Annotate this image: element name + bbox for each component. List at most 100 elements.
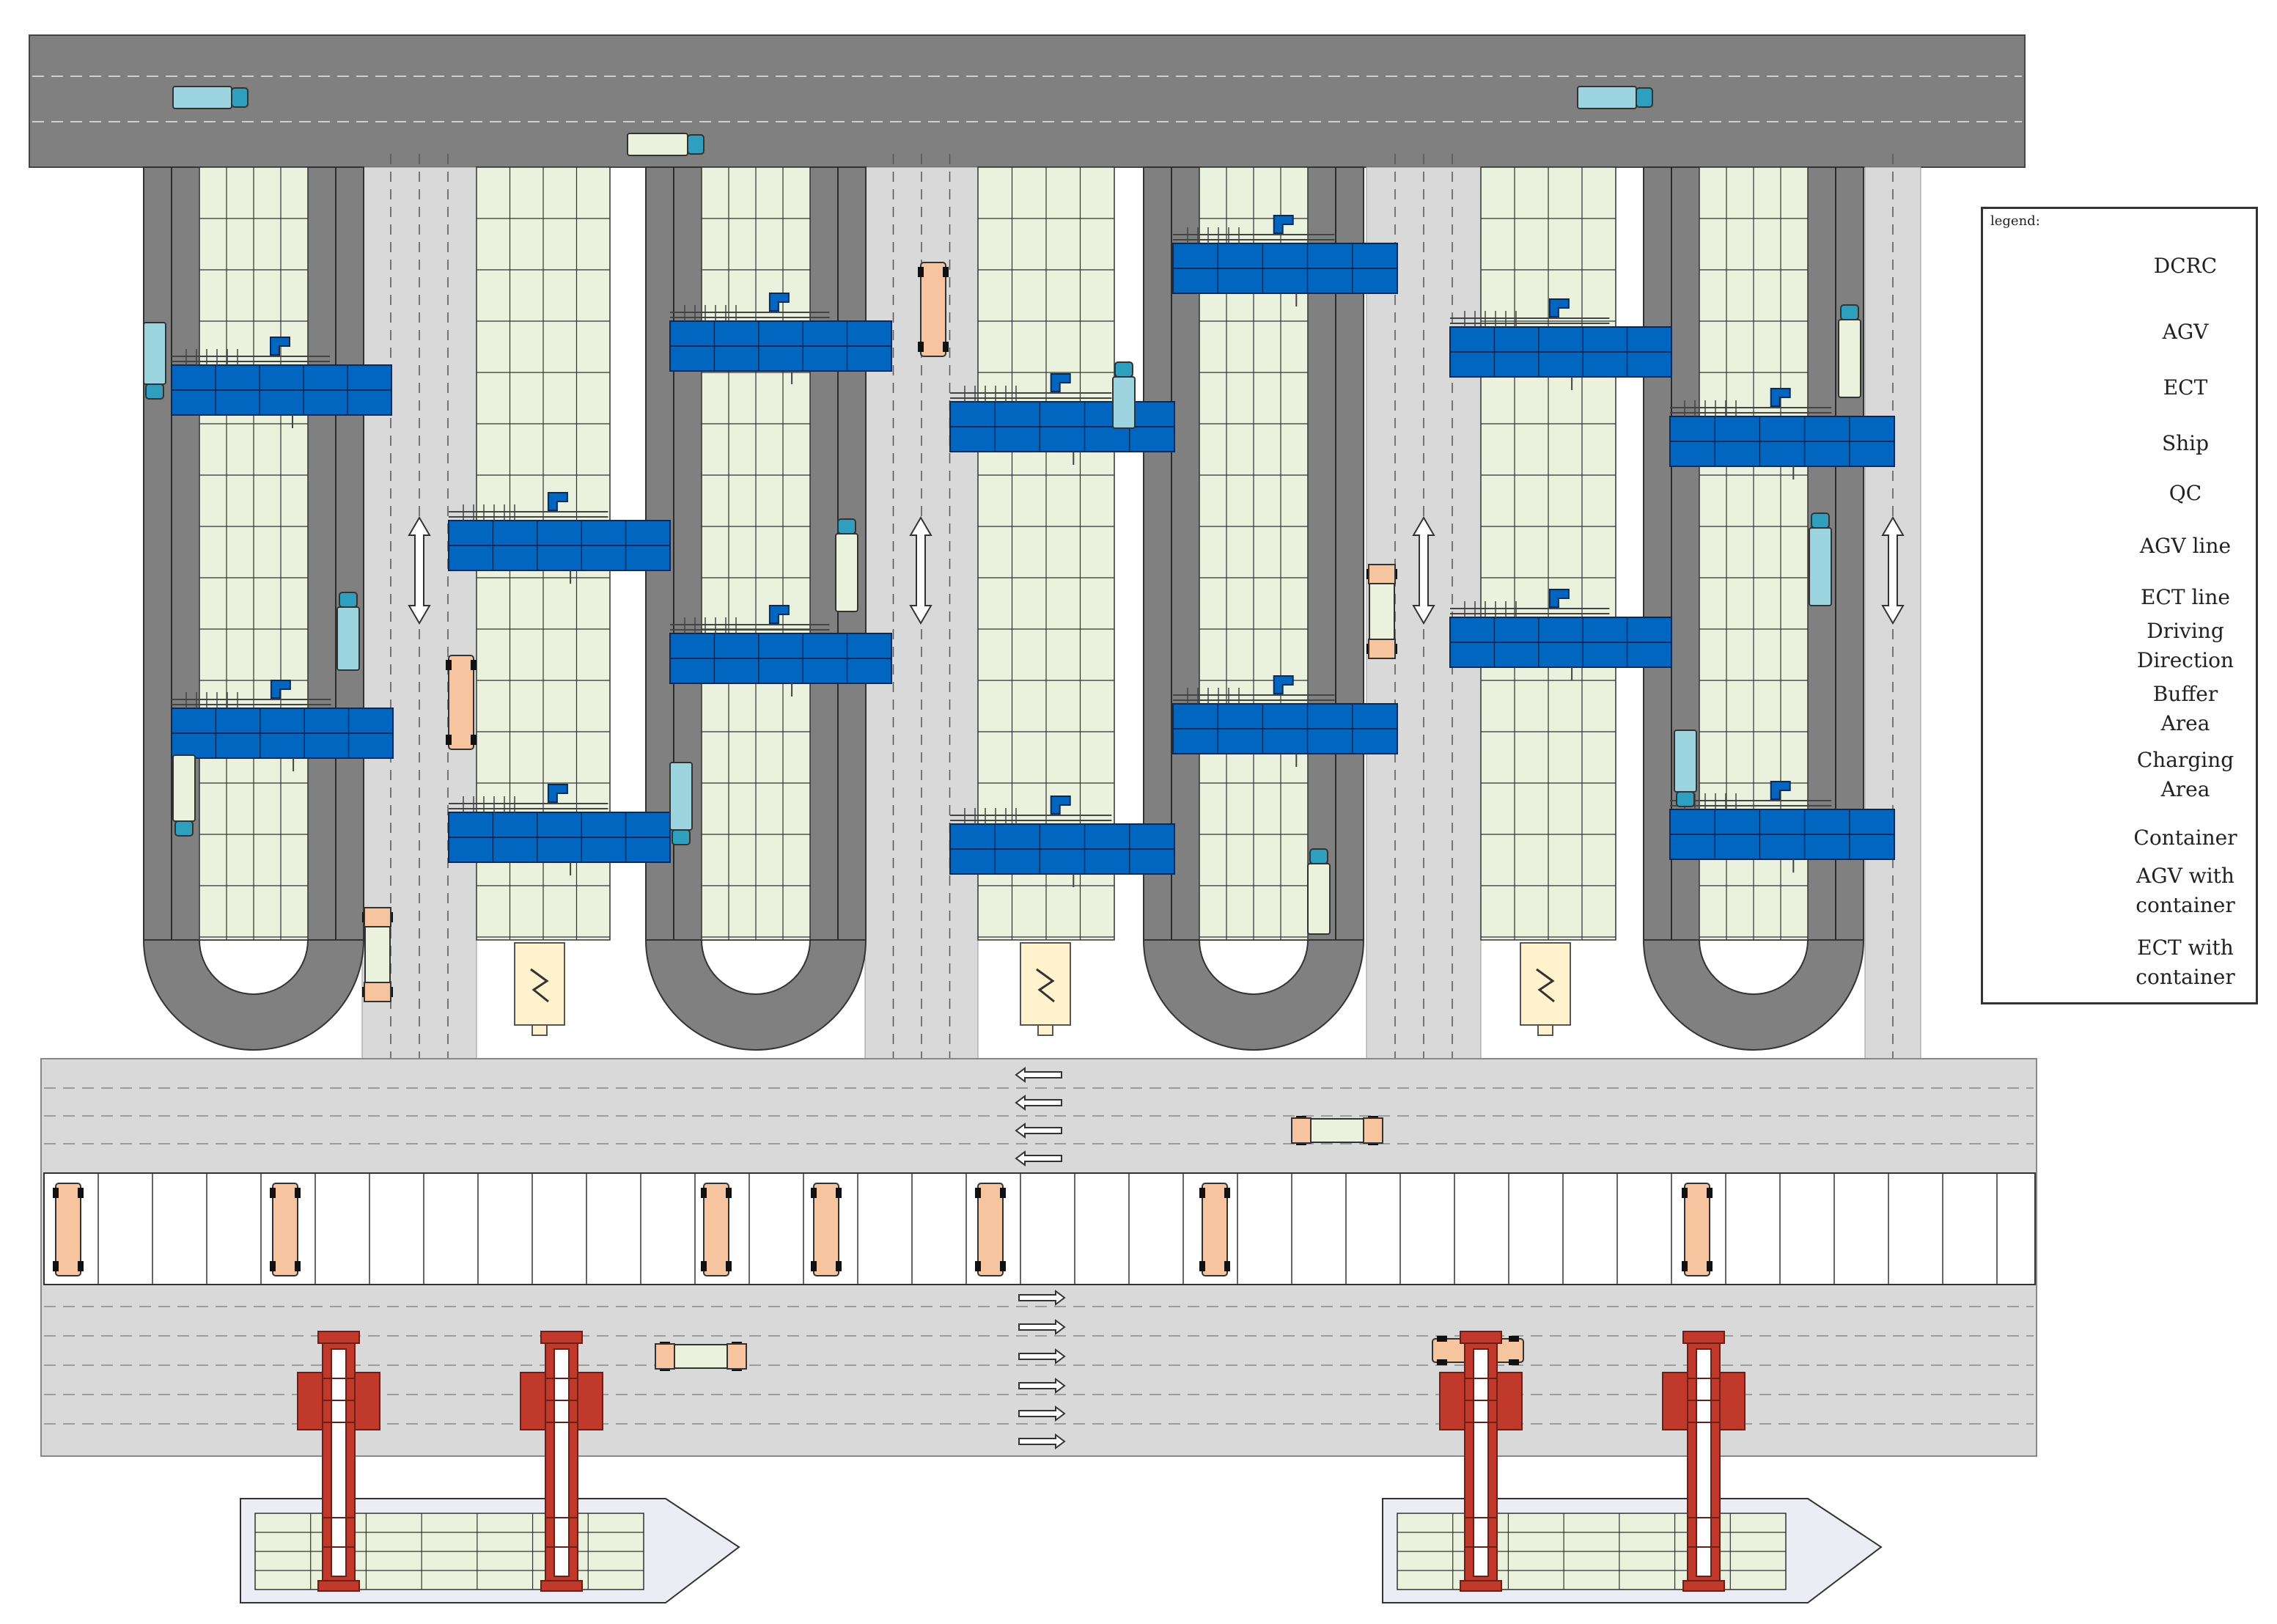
ect-cab	[1676, 791, 1695, 807]
agv-wheel	[1199, 1261, 1205, 1271]
dcrc	[1449, 298, 1672, 390]
agv-wheel	[918, 342, 924, 352]
ect-cab	[1114, 361, 1133, 378]
qc-top	[317, 1331, 360, 1344]
agv-wheel	[1509, 1359, 1519, 1365]
agv	[1202, 1183, 1228, 1276]
agv-end	[1368, 564, 1396, 584]
ect-cab	[1636, 87, 1653, 108]
legend-label-ect_with_container: container	[2136, 965, 2235, 989]
ect	[1112, 376, 1136, 429]
legend-label-ship: Ship	[2161, 431, 2210, 455]
driving-direction-arrow	[1015, 1067, 1062, 1083]
agv-wheel	[53, 1261, 59, 1271]
ect	[336, 606, 360, 671]
agv-wheel	[1707, 1261, 1713, 1271]
driving-direction-arrow	[1018, 1348, 1066, 1364]
agv-wheel	[295, 1261, 301, 1271]
qc-foot	[1460, 1580, 1502, 1592]
dcrc-cab-icon	[768, 605, 790, 624]
ect-cab	[231, 87, 249, 108]
charging-plug	[1037, 1024, 1053, 1036]
loop-inner	[700, 939, 812, 995]
dcrc-cab-icon	[1050, 796, 1071, 815]
agv-wheel	[1437, 1359, 1447, 1365]
ect-cab	[1840, 304, 1859, 320]
ect-cab	[339, 592, 358, 608]
dcrc-cab-icon	[1770, 388, 1791, 407]
ect-cab	[145, 383, 164, 400]
qc-foot	[540, 1580, 583, 1592]
agv-end	[655, 1343, 675, 1370]
ect-cab	[687, 134, 705, 155]
qc-foot	[317, 1580, 360, 1592]
agv	[813, 1183, 839, 1276]
dcrc-cab-icon	[270, 680, 291, 699]
agv-wheel	[1000, 1261, 1006, 1271]
ect	[1577, 86, 1637, 109]
agv-end	[726, 1343, 747, 1370]
qc-top	[1682, 1331, 1725, 1344]
quay-layer	[40, 1058, 2037, 1603]
agv-wheel	[701, 1188, 707, 1198]
agv-wheel	[446, 660, 452, 670]
lightning-icon	[1036, 968, 1055, 1003]
legend-label-driving_direction: Driving	[2147, 619, 2224, 643]
agv-wheel	[1509, 1336, 1519, 1342]
ect-cab	[174, 820, 194, 837]
agv-wheel	[975, 1261, 981, 1271]
agv-wheel	[53, 1188, 59, 1198]
dcrc	[448, 492, 671, 584]
qc-boom-inner	[553, 1348, 570, 1577]
agv-wheel	[1224, 1188, 1230, 1198]
dcrc-cranes-layer	[171, 215, 1895, 887]
agv-wheel	[811, 1188, 817, 1198]
lightning-icon	[1536, 968, 1555, 1003]
agv-wheel	[270, 1261, 276, 1271]
buffer-area	[43, 1172, 2036, 1285]
dcrc-cab-icon	[1548, 589, 1570, 608]
agv-end	[1363, 1117, 1383, 1144]
driving-direction-arrow	[1018, 1433, 1066, 1450]
qc-boom-inner	[331, 1348, 347, 1577]
agv-wheel	[78, 1188, 84, 1198]
dcrc-cab-icon	[547, 784, 568, 803]
dcrc	[1449, 589, 1672, 680]
dcrc	[1669, 781, 1895, 872]
legend-label-charging_area: Area	[2160, 777, 2210, 801]
qc	[520, 1331, 603, 1592]
yard-blocks-layer	[199, 166, 1809, 941]
ect	[1674, 730, 1697, 793]
ect-with-container	[172, 754, 196, 822]
ect-with-container	[1838, 319, 1861, 398]
agv-wheel	[811, 1261, 817, 1271]
dcrc-cab-icon	[1273, 215, 1294, 234]
legend-label-buffer_area: Buffer	[2152, 682, 2218, 706]
agv	[920, 262, 946, 357]
agv-wheel	[1437, 1336, 1447, 1342]
agv-wheel	[1682, 1188, 1688, 1198]
agv	[1684, 1183, 1710, 1276]
charging-area	[514, 942, 565, 1026]
agv-wheel	[1224, 1261, 1230, 1271]
loop-inner	[198, 939, 309, 995]
agv-wheel	[1707, 1188, 1713, 1198]
ect	[172, 86, 232, 109]
driving-direction-arrow	[909, 516, 932, 625]
agv-wheel	[270, 1188, 276, 1198]
dcrc	[171, 680, 394, 771]
dcrc-cab-icon	[768, 293, 790, 312]
legend-label-ect_with_container: ECT with	[2137, 936, 2234, 960]
ect-cab	[672, 829, 691, 845]
agv-end	[364, 907, 391, 927]
legend-label-qc: QC	[2169, 481, 2202, 505]
legend-label-driving_direction: Direction	[2136, 648, 2234, 672]
loop-inner	[1698, 939, 1809, 995]
dcrc	[448, 784, 671, 875]
dcrc-cab-icon	[270, 337, 290, 356]
ect-road-top	[29, 34, 2026, 168]
dcrc-cab-icon	[1050, 373, 1071, 392]
qc-foot	[1682, 1580, 1725, 1592]
